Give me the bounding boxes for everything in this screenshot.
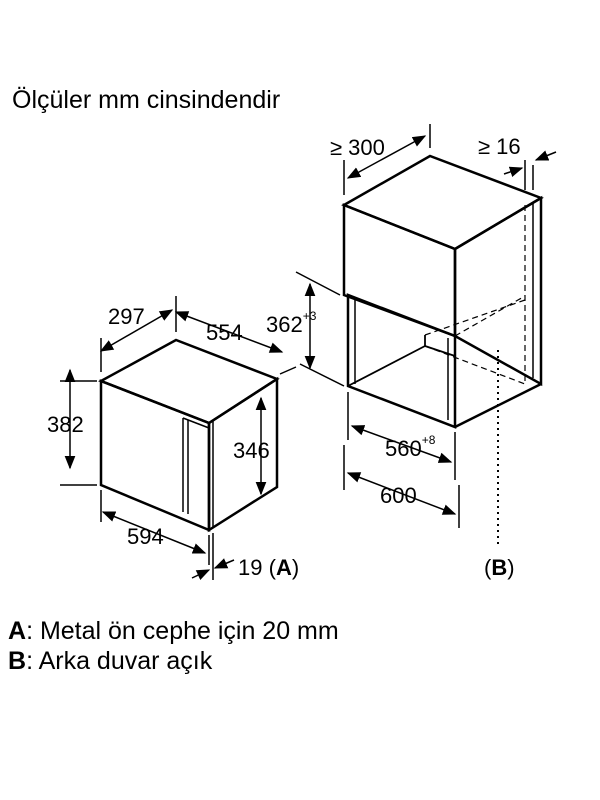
- dim-width-594: 594: [127, 524, 164, 549]
- note-a-text: : Metal ön cephe için 20 mm: [26, 617, 339, 645]
- dim-front-height-346: 346: [233, 438, 270, 463]
- note-b-text: : Arka duvar açık: [26, 647, 213, 675]
- dim-min-top-depth: ≥ 300: [330, 135, 385, 160]
- microwave-unit: [98, 338, 280, 533]
- dim-niche-height: 362+3: [266, 309, 317, 338]
- microwave-dimension-lines: [60, 296, 297, 581]
- dim-niche-width-tolerance: +8: [421, 433, 436, 447]
- note-a-key: A: [8, 617, 27, 645]
- dim-min-rear-gap: ≥ 16: [478, 134, 521, 159]
- dim-depth-297: 297: [108, 304, 145, 329]
- dim-width-554: 554: [206, 320, 243, 345]
- niche-cabinet: [341, 154, 544, 548]
- page-title: Ölçüler mm cinsindendir: [12, 86, 281, 114]
- dim-niche-height-tolerance: +3: [302, 309, 317, 323]
- label-a: A: [275, 555, 292, 580]
- dim-cabinet-width-600: 600: [380, 483, 417, 508]
- dim-front-thickness-value: 19: [238, 555, 263, 580]
- dim-niche-width: 560+8: [385, 433, 436, 462]
- note-a: A: Metal ön cephe için 20 mm: [8, 617, 339, 646]
- dim-niche-height-value: 362: [266, 312, 303, 337]
- label-b: B: [491, 555, 508, 580]
- note-b-key: B: [8, 647, 27, 675]
- dim-front-thickness-19: 19 (A): [238, 555, 300, 580]
- dim-height-382: 382: [47, 412, 84, 437]
- dim-niche-width-value: 560: [385, 436, 422, 461]
- niche-dimension-lines: [295, 124, 557, 528]
- label-b-group: (B): [484, 555, 515, 580]
- note-b: B: Arka duvar açık: [8, 647, 212, 676]
